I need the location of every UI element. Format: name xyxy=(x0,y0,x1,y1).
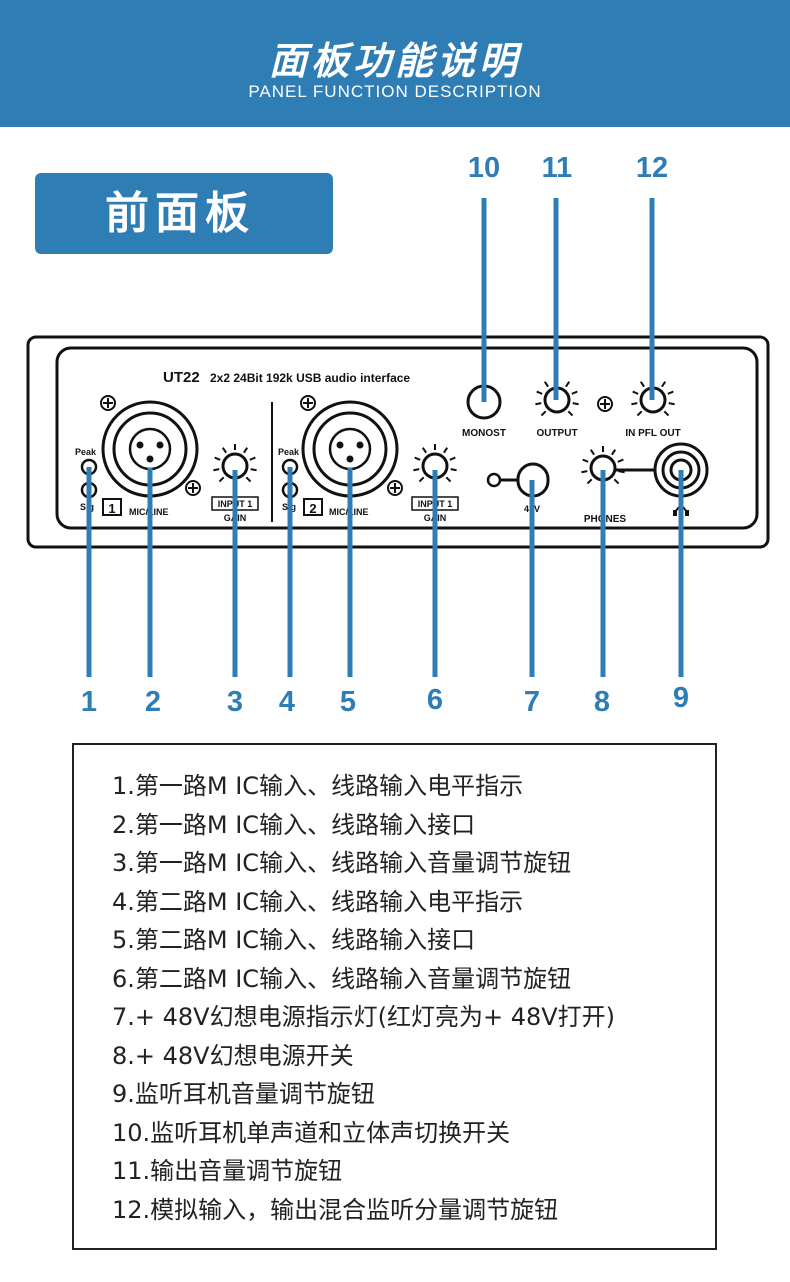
description-item-2: 2.第一路M IC输入、线路输入接口 xyxy=(112,810,476,839)
description-item-7: 7.+ 48V幻想电源指示灯(红灯亮为+ 48V打开) xyxy=(112,1003,616,1031)
description-item-1: 1.第一路M IC输入、线路输入电平指示 xyxy=(112,772,524,800)
monost-label: MONOST xyxy=(462,428,506,439)
callout-12: 12 xyxy=(635,152,669,184)
description-item-8: 8.+ 48V幻想电源开关 xyxy=(112,1041,354,1070)
model-label: UT22 xyxy=(163,369,200,386)
output-label: OUTPUT xyxy=(536,428,577,439)
section-label-front-panel: 前面板 xyxy=(35,173,333,254)
callout-10: 10 xyxy=(467,152,501,184)
channel-number-2: 2 xyxy=(309,501,316,516)
description-item-9: 9.监听耳机音量调节旋钮 xyxy=(112,1080,375,1108)
description-item-11: 11.输出音量调节旋钮 xyxy=(112,1157,343,1185)
description-item-5: 5.第二路M IC输入、线路输入接口 xyxy=(112,926,476,954)
combo-jack-ch2 xyxy=(301,400,399,498)
callout-4: 4 xyxy=(278,686,296,718)
page-title: 面板功能说明 xyxy=(268,39,521,83)
phantom-led xyxy=(486,472,502,488)
page-header: 面板功能说明 PANEL FUNCTION DESCRIPTION xyxy=(0,0,790,127)
peak-label-ch1: Peak xyxy=(75,447,97,457)
callout-11: 11 xyxy=(541,152,573,184)
device-faceplate xyxy=(55,346,759,530)
front-panel-diagram: UT22 2x2 24Bit 192k USB audio interface … xyxy=(26,198,770,677)
channel-number-box-2 xyxy=(303,498,323,516)
description-item-3: 3.第一路M IC输入、线路输入音量调节旋钮 xyxy=(112,849,572,877)
channel-number-box-1 xyxy=(102,498,122,516)
screw-icon xyxy=(300,395,403,496)
description-list: 1.第一路M IC输入、线路输入电平指示 2.第一路M IC输入、线路输入接口 … xyxy=(72,743,717,1250)
callout-8: 8 xyxy=(593,686,611,718)
description-item-10: 10.监听耳机单声道和立体声切换开关 xyxy=(112,1118,511,1147)
callout-3: 3 xyxy=(226,686,244,718)
callout-2: 2 xyxy=(144,686,162,718)
channel-number-1: 1 xyxy=(108,501,115,516)
in-pfl-out-label: IN PFL OUT xyxy=(625,428,680,439)
description-item-4: 4.第二路M IC输入、线路输入电平指示 xyxy=(112,887,524,916)
page-subtitle: PANEL FUNCTION DESCRIPTION xyxy=(248,82,542,101)
screw-icon xyxy=(100,395,201,496)
callout-1: 1 xyxy=(80,686,98,718)
peak-label-ch2: Peak xyxy=(278,447,300,457)
callout-9: 9 xyxy=(672,682,690,714)
callout-5: 5 xyxy=(339,686,357,718)
plus-icon xyxy=(597,396,613,412)
callout-7: 7 xyxy=(523,686,541,718)
callout-6: 6 xyxy=(426,684,444,716)
description-item-12: 12.模拟输入，输出混合监听分量调节旋钮 xyxy=(112,1195,559,1224)
model-description: 2x2 24Bit 192k USB audio interface xyxy=(210,371,410,385)
callout-leader-lines xyxy=(86,198,684,677)
description-item-6: 6.第二路M IC输入、线路输入音量调节旋钮 xyxy=(112,964,572,993)
